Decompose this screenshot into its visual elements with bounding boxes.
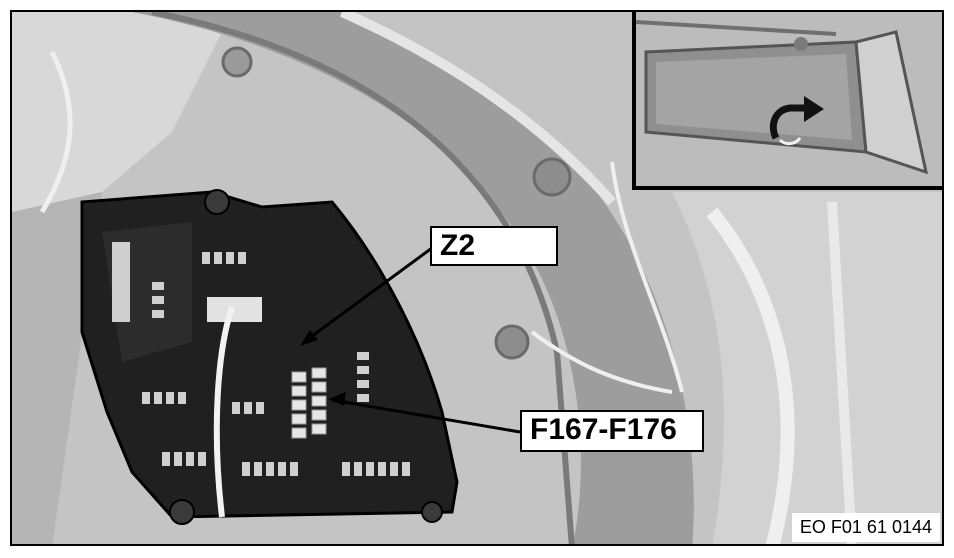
callout-fuses-f167-f176: F167-F176 xyxy=(520,410,704,452)
inset-trunk-lid-illustration xyxy=(636,12,942,186)
diagram-frame: Z2 F167-F176 EO F01 61 0144 xyxy=(10,10,944,546)
callout-z2: Z2 xyxy=(430,226,558,266)
figure-reference-code: EO F01 61 0144 xyxy=(791,513,940,542)
inset-detail-view xyxy=(632,12,942,190)
rotate-arrow-icon xyxy=(769,96,824,146)
